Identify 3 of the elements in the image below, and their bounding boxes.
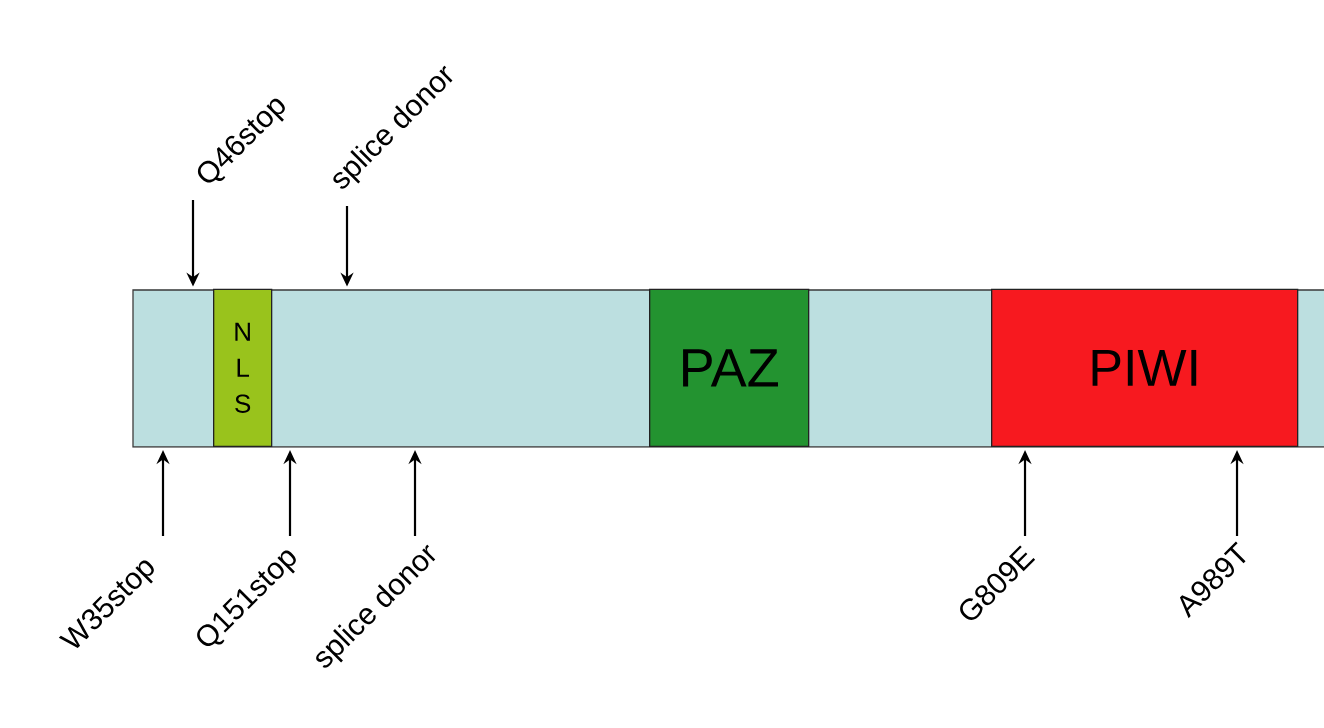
domain-box: PAZ — [649, 288, 810, 447]
domain-box: PIWI — [991, 288, 1299, 447]
nls-domain: N L S — [213, 288, 273, 447]
